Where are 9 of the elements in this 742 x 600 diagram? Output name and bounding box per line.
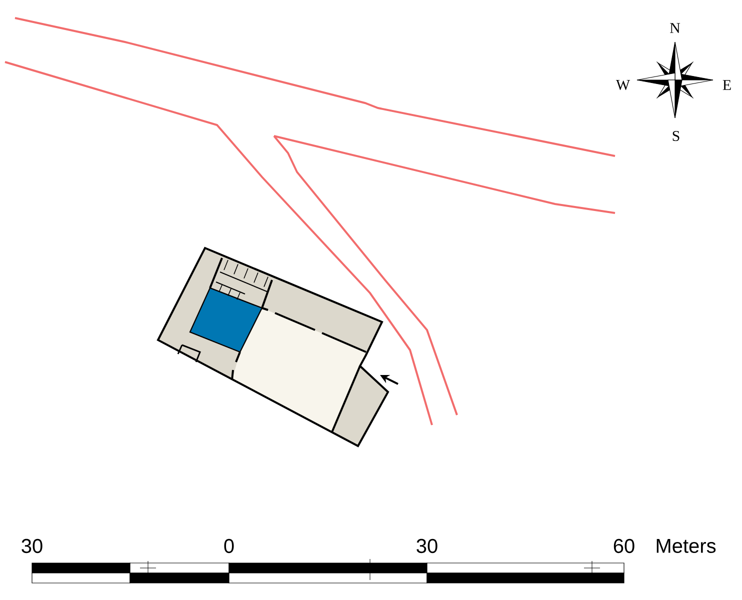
scale-label: Meters	[656, 539, 716, 553]
compass-label: E	[722, 80, 731, 90]
compass-label: N	[670, 23, 680, 33]
scale-label: 30	[416, 538, 438, 554]
scale-label: 0	[224, 538, 234, 554]
compass-label: S	[672, 130, 680, 142]
compass-label: W	[616, 80, 630, 90]
scale-label: 30	[22, 538, 42, 554]
scale-label: 60	[614, 538, 634, 554]
